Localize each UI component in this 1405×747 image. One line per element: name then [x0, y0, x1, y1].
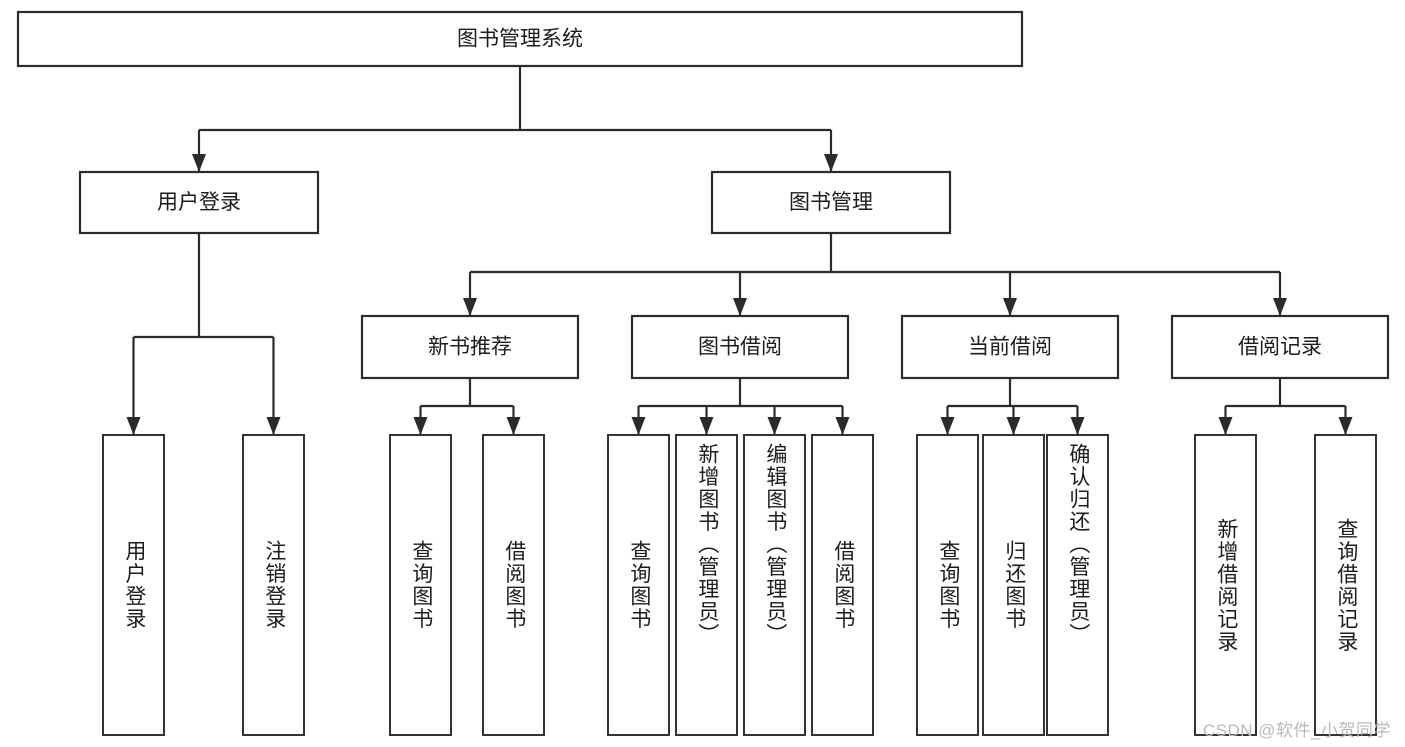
node-box-query-book-2: [607, 434, 670, 736]
node-label-current-borrow: 当前借阅: [968, 336, 1052, 359]
arrow-head-query-borrow-record: [1338, 417, 1353, 435]
node-box-login-user: [102, 434, 165, 736]
arrow-head-borrow-record: [1273, 298, 1287, 316]
node-box-user-login: [78, 170, 320, 235]
arrow-head-query-book-1: [413, 417, 428, 435]
node-box-book-management: [710, 170, 952, 235]
node-box-confirm-return-admin: [1046, 434, 1109, 736]
arrow-head-new-book-recommend: [463, 298, 477, 316]
connector-edges-layer: [126, 66, 1353, 435]
node-box-current-borrow: [900, 314, 1120, 380]
node-box-new-book-recommend: [360, 314, 580, 380]
node-label-root: 图书管理系统: [457, 28, 583, 51]
node-box-query-borrow-record: [1314, 434, 1377, 736]
node-box-borrow-book-1: [482, 434, 545, 736]
watermark-text: CSDN @软件_小贺同学: [1202, 721, 1391, 740]
node-boxes-layer: [16, 10, 1390, 736]
node-label-book-borrow: 图书借阅: [698, 336, 782, 359]
node-label-user-login: 用户登录: [157, 191, 241, 214]
node-label-new-book-recommend: 新书推荐: [428, 336, 512, 359]
node-box-add-book-admin: [675, 434, 738, 736]
arrow-head-confirm-return-admin: [1070, 417, 1085, 435]
node-box-add-borrow-record: [1194, 434, 1257, 736]
arrow-head-book-management: [824, 154, 838, 172]
node-box-return-book: [982, 434, 1045, 736]
node-box-query-book-3: [916, 434, 979, 736]
arrow-head-logout-user: [266, 417, 281, 435]
arrow-head-borrow-book-1: [506, 417, 521, 435]
arrow-head-add-book-admin: [699, 417, 714, 435]
node-box-edit-book-admin: [743, 434, 806, 736]
arrow-head-query-book-3: [940, 417, 955, 435]
arrow-head-edit-book-admin: [767, 417, 782, 435]
node-label-borrow-record: 借阅记录: [1238, 336, 1322, 359]
node-box-query-book-1: [389, 434, 452, 736]
node-box-borrow-record: [1170, 314, 1390, 380]
node-box-borrow-book-2: [811, 434, 874, 736]
arrow-head-query-book-2: [631, 417, 646, 435]
node-label-book-management: 图书管理: [789, 191, 873, 214]
arrow-head-login-user: [126, 417, 141, 435]
arrow-head-return-book: [1006, 417, 1021, 435]
node-box-logout-user: [242, 434, 305, 736]
arrow-head-book-borrow: [733, 298, 747, 316]
arrow-head-add-borrow-record: [1218, 417, 1233, 435]
arrow-head-borrow-book-2: [835, 417, 850, 435]
arrow-head-current-borrow: [1003, 298, 1017, 316]
arrow-head-user-login: [192, 154, 206, 172]
node-box-root: [16, 10, 1024, 68]
node-box-book-borrow: [630, 314, 850, 380]
